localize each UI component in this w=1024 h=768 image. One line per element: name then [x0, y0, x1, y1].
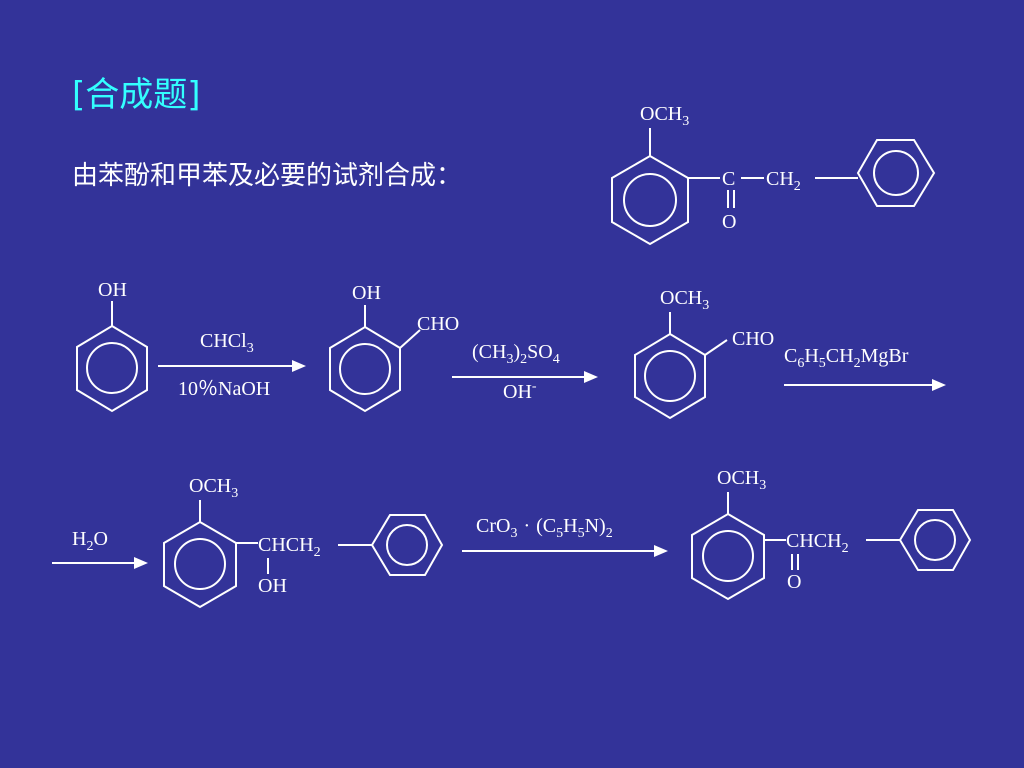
- phenyl-ring: [370, 514, 444, 576]
- target-molecule: OCH3 C CH2 O: [611, 103, 936, 246]
- arrow-head: [584, 371, 598, 383]
- phenyl-ring: [856, 139, 936, 207]
- methoxy-label: OCH3: [660, 287, 709, 313]
- reaction-arrow-4: H2O: [52, 528, 148, 569]
- reaction-arrow-5: CrO3·(C5H5N)2: [462, 515, 668, 557]
- bond: [399, 329, 421, 349]
- salicylaldehyde-oh-label: OH: [352, 282, 381, 304]
- arrow-head: [292, 360, 306, 372]
- carbonyl-oxygen-label: O: [787, 571, 801, 593]
- salicylaldehyde-molecule: OH CHO: [329, 282, 459, 413]
- alcohol-intermediate-molecule: OCH3 CHCH2 OH: [163, 475, 444, 609]
- chch2-label: CHCH2: [786, 530, 849, 556]
- reaction-arrow-2: (CH3)2SO4 OH-: [452, 341, 598, 403]
- reagent-dimethyl-sulfate: (CH3)2SO4: [472, 341, 560, 367]
- phenyl-ring-circle: [914, 519, 956, 561]
- benzene-ring-circle: [644, 350, 696, 402]
- salicylaldehyde-cho-label: CHO: [417, 313, 459, 335]
- final-ketone-molecule: OCH3 CHCH2 O: [691, 467, 972, 601]
- benzene-ring-circle: [86, 342, 138, 394]
- reaction-arrow-1: CHCl3 10％NaOH: [158, 330, 306, 400]
- methylene-label: CH2: [766, 168, 801, 194]
- carbonyl-oxygen-label: O: [722, 211, 736, 233]
- reagent-hydroxide: OH-: [503, 379, 537, 403]
- reagent-water: H2O: [72, 528, 108, 554]
- reagent-collins: CrO3·(C5H5N)2: [476, 515, 613, 541]
- methoxybenzaldehyde-molecule: OCH3 CHO: [634, 287, 774, 420]
- benzene-ring-circle: [623, 173, 677, 227]
- reagent-naoh: 10％NaOH: [178, 378, 270, 400]
- methoxy-label: OCH3: [717, 467, 766, 493]
- phenol-molecule: OH: [76, 279, 148, 413]
- arrow-head: [654, 545, 668, 557]
- benzene-ring: [691, 512, 765, 601]
- chch2-label: CHCH2: [258, 534, 321, 560]
- phenyl-ring-circle: [873, 150, 919, 196]
- methoxy-label: OCH3: [189, 475, 238, 501]
- aldehyde-cho-label: CHO: [732, 328, 774, 350]
- phenol-oh-label: OH: [98, 279, 127, 301]
- reaction-arrow-3: C6H5CH2MgBr: [784, 345, 946, 391]
- arrow-head: [932, 379, 946, 391]
- reagent-grignard: C6H5CH2MgBr: [784, 345, 909, 371]
- benzene-ring-circle: [702, 530, 754, 582]
- phenyl-ring: [898, 509, 972, 571]
- bond: [704, 339, 728, 356]
- methoxy-label: OCH3: [640, 103, 689, 129]
- slide-title: [合成题]: [72, 75, 201, 115]
- carbonyl-carbon-label: C: [722, 168, 735, 190]
- question-text: 由苯酚和甲苯及必要的试剂合成：: [72, 161, 462, 191]
- phenyl-ring-circle: [386, 524, 428, 566]
- benzene-ring-circle: [339, 343, 391, 395]
- benzene-ring: [76, 324, 148, 413]
- benzene-ring-circle: [174, 538, 226, 590]
- reagent-chloroform: CHCl3: [200, 330, 254, 356]
- arrow-head: [134, 557, 148, 569]
- hydroxyl-label: OH: [258, 575, 287, 597]
